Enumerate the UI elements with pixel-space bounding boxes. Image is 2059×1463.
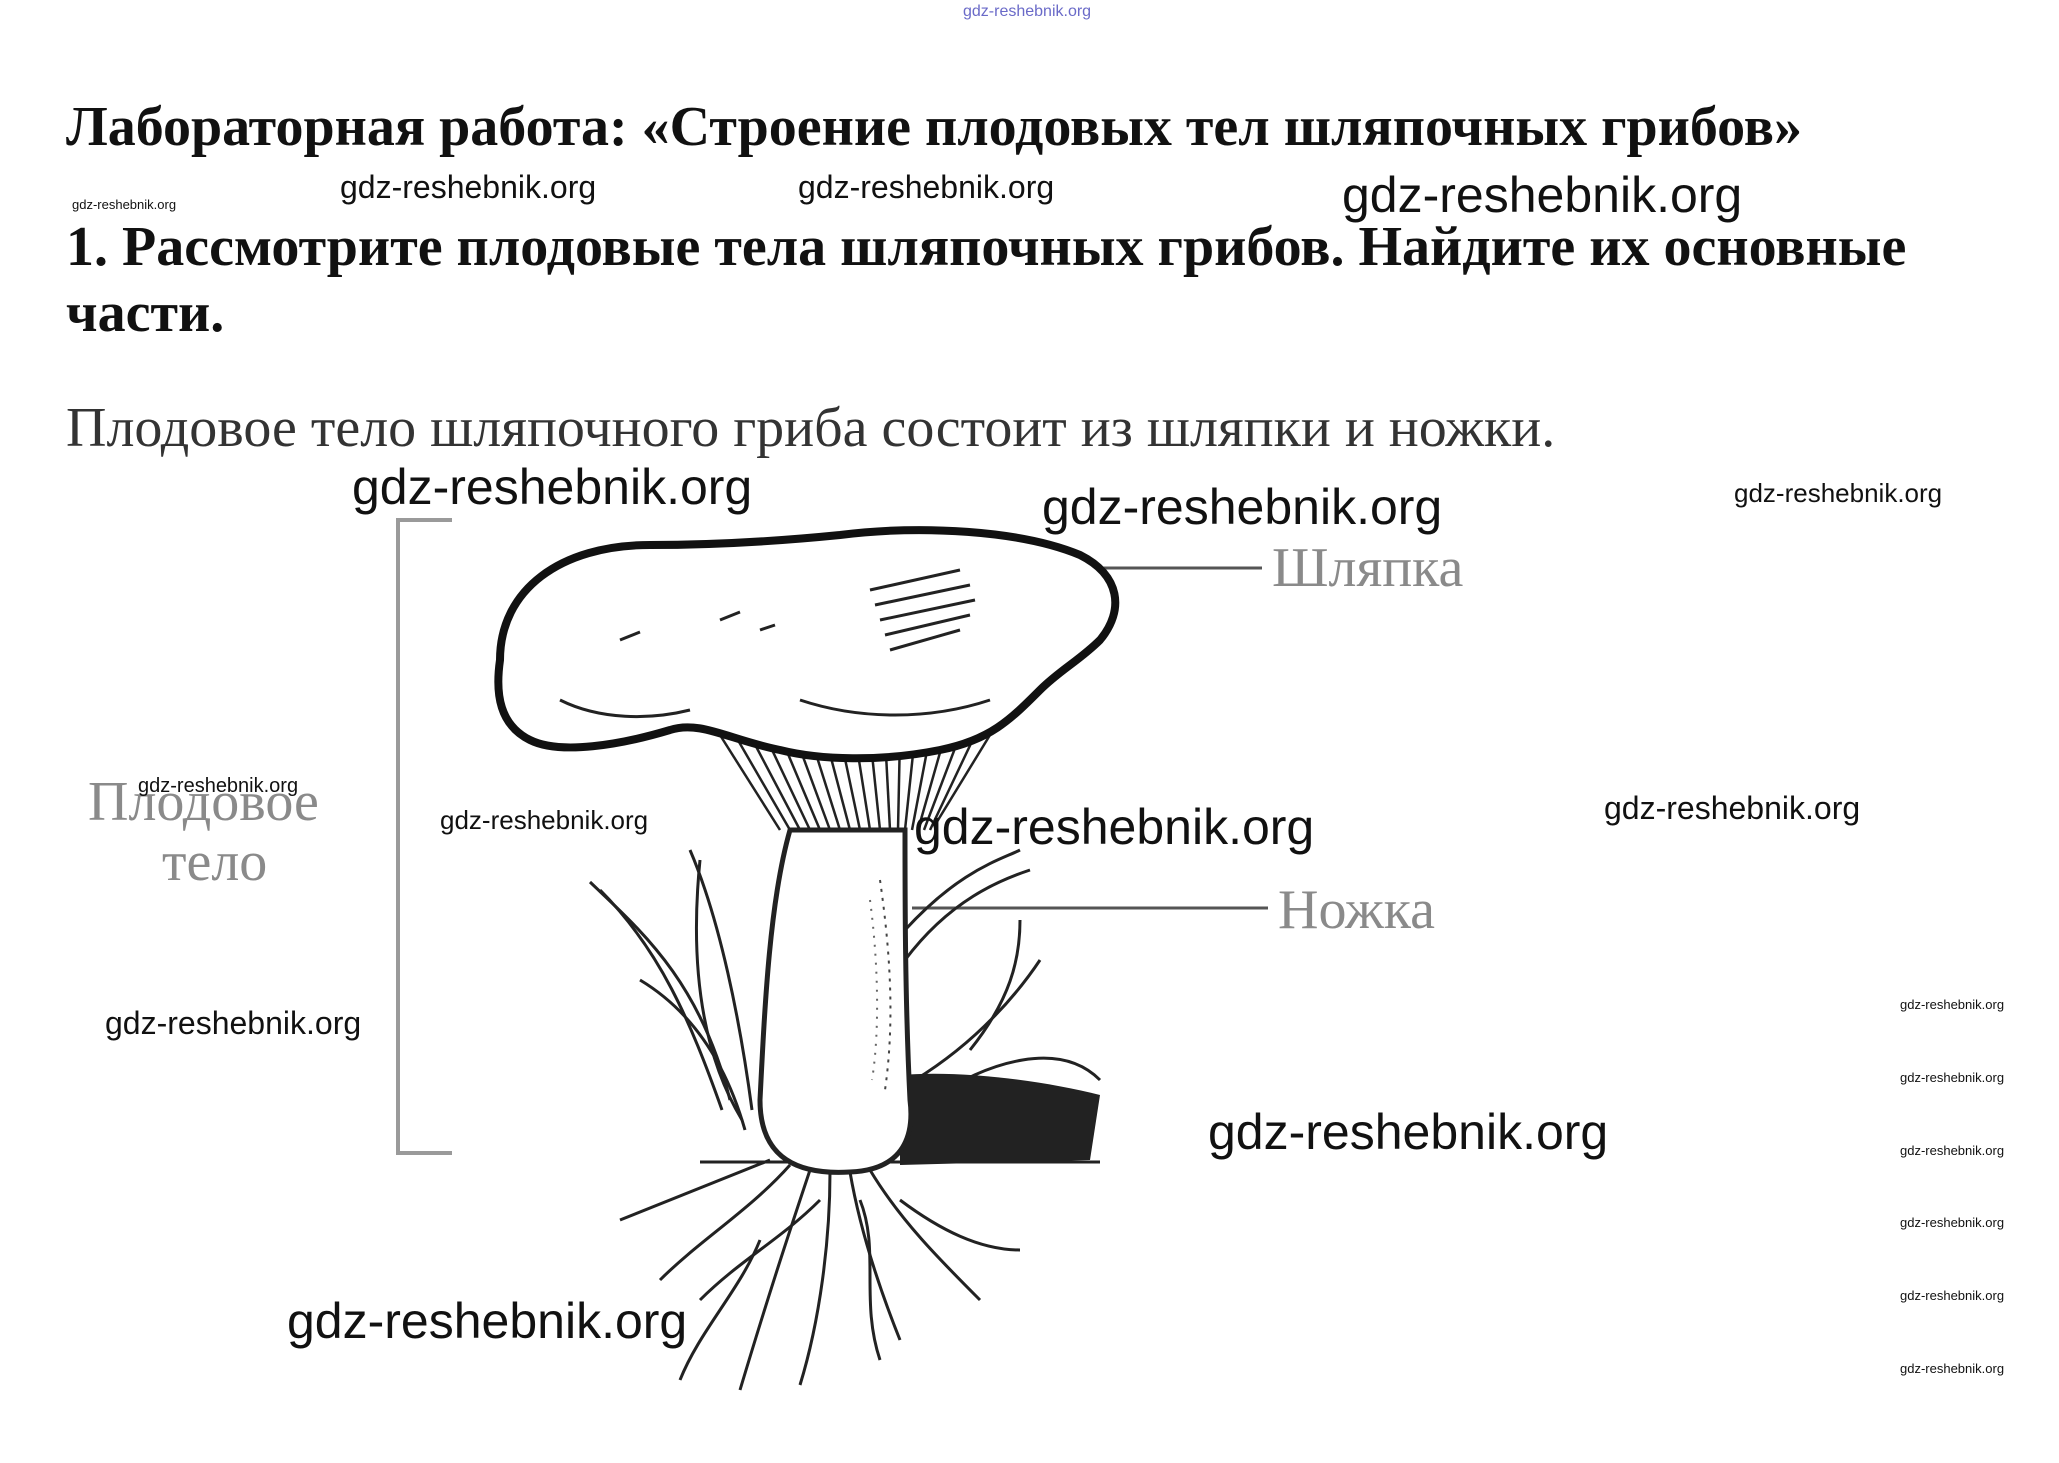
watermark: gdz-reshebnik.org xyxy=(798,169,1055,205)
watermark: gdz-reshebnik.org xyxy=(1208,1104,1609,1160)
watermark: gdz-reshebnik.org xyxy=(105,1005,362,1041)
watermark: gdz-reshebnik.org xyxy=(1900,1361,2005,1376)
watermark: gdz-reshebnik.org xyxy=(914,799,1315,855)
watermark: gdz-reshebnik.org xyxy=(1734,478,1943,508)
watermark: gdz-reshebnik.org xyxy=(1900,1143,2005,1158)
watermark: gdz-reshebnik.org xyxy=(1342,167,1743,223)
fruit-body-label-line2: тело xyxy=(162,831,267,893)
cap-illustration xyxy=(494,526,1120,763)
watermark: gdz-reshebnik.org xyxy=(340,169,597,205)
watermark: gdz-reshebnik.org xyxy=(352,459,753,515)
task-text: 1. Рассмотрите плодовые тела шляпочных г… xyxy=(66,216,1907,344)
cap-texture xyxy=(559,568,991,719)
watermark: gdz-reshebnik.org xyxy=(1042,479,1443,535)
watermark: gdz-reshebnik.org xyxy=(1900,1070,2005,1085)
watermark: gdz-reshebnik.org xyxy=(1900,997,2005,1012)
fruit-body-bracket xyxy=(396,518,452,1155)
watermark: gdz-reshebnik.org xyxy=(1900,1215,2005,1230)
page-title: Лабораторная работа: «Строение плодовых … xyxy=(66,96,1803,158)
soil-illustration xyxy=(900,1073,1100,1165)
watermark: gdz-reshebnik.org xyxy=(138,775,299,797)
watermark: gdz-reshebnik.org xyxy=(1604,790,1861,826)
fruit-body-label-line1: Плодовое xyxy=(88,771,319,833)
watermark: gdz-reshebnik.org xyxy=(440,805,649,835)
stem-label: Ножка xyxy=(1278,879,1435,941)
watermark: gdz-reshebnik.org xyxy=(1900,1288,2005,1303)
stem-illustration xyxy=(757,827,914,1175)
roots-illustration xyxy=(619,1158,1021,1391)
answer-text: Плодовое тело шляпочного гриба состоит и… xyxy=(66,397,1556,459)
watermark: gdz-reshebnik.org xyxy=(287,1293,688,1349)
header-watermark: gdz-reshebnik.org xyxy=(963,3,1092,20)
cap-label: Шляпка xyxy=(1272,537,1464,599)
watermark: gdz-reshebnik.org xyxy=(72,197,177,212)
grass-illustration xyxy=(588,848,1102,1131)
